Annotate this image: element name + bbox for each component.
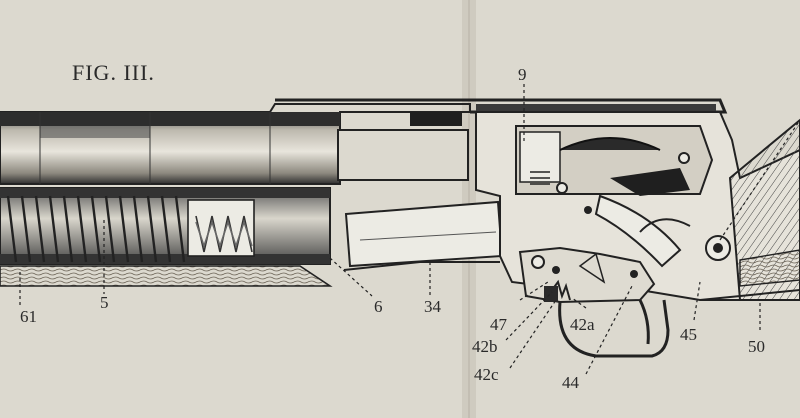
label-42b: 42b [472, 337, 498, 356]
cartridge [343, 200, 504, 271]
figure-title: FIG. III. [72, 60, 155, 85]
label-6: 6 [374, 297, 383, 316]
label-42a: 42a [570, 315, 595, 334]
receiver [475, 111, 800, 358]
label-50: 50 [748, 337, 765, 356]
label-45: 45 [680, 325, 697, 344]
label-61: 61 [20, 307, 37, 326]
stock [699, 118, 800, 301]
barrel [0, 103, 471, 185]
label-5: 5 [100, 293, 109, 312]
follower-spring [187, 199, 255, 257]
label-42c: 42c [474, 365, 499, 384]
label-47: 47 [490, 315, 508, 334]
forend-wood [0, 265, 333, 287]
label-44: 44 [562, 373, 580, 392]
leader-lines [19, 84, 800, 375]
label-34: 34 [424, 297, 442, 316]
magazine-spring [6, 195, 186, 263]
label-9: 9 [518, 65, 527, 84]
